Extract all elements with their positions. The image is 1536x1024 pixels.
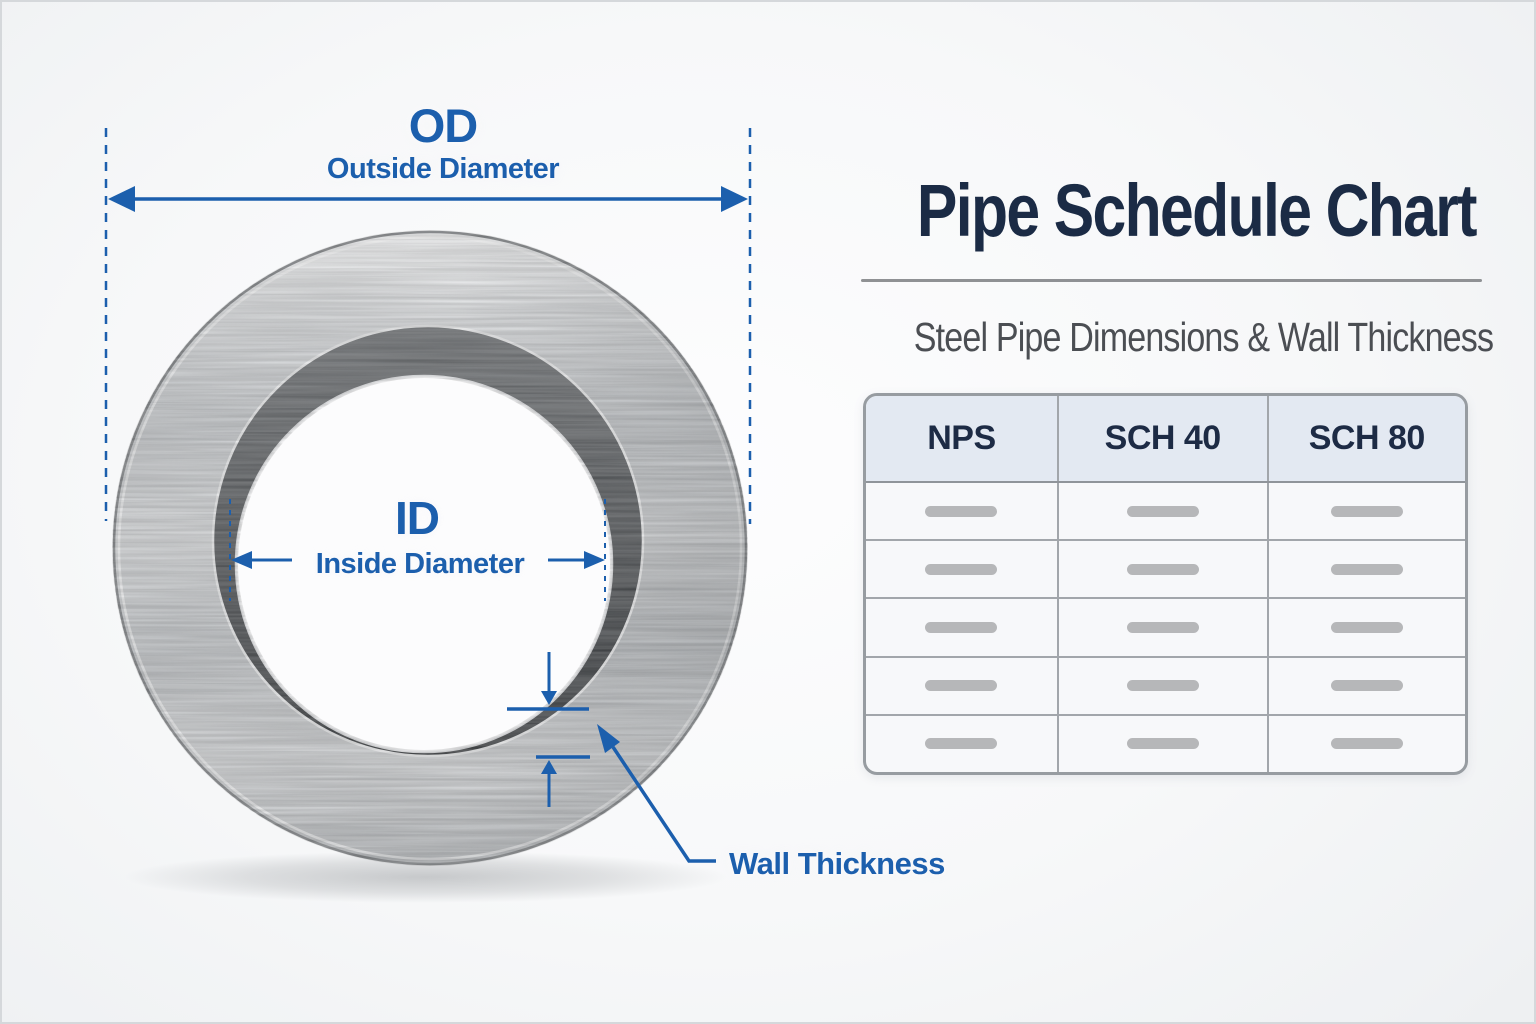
table-row (866, 541, 1465, 600)
cell-placeholder (1330, 563, 1403, 575)
table-cell (1059, 715, 1269, 772)
table-cell (1059, 599, 1269, 656)
id-sublabel: Inside Diameter (315, 548, 525, 580)
od-dimension-arrow (108, 186, 748, 212)
cell-placeholder (1330, 505, 1403, 517)
table-row (866, 599, 1465, 658)
id-dimension-arrow-right (548, 551, 605, 569)
table-cell (1269, 599, 1465, 655)
id-label: ID (395, 492, 440, 544)
pipe-ring (95, 215, 775, 885)
od-sublabel: Outside Diameter (326, 153, 560, 185)
title-divider (861, 279, 1482, 282)
right-panel: Pipe Schedule Chart Steel Pipe Dimension… (861, 0, 1494, 1024)
cell-placeholder (1126, 680, 1199, 692)
dimension-annotations (104, 128, 752, 863)
cell-placeholder (1330, 680, 1403, 692)
cell-placeholder (1330, 622, 1403, 633)
od-label: OD (408, 99, 478, 152)
wall-thickness-arrow-up (541, 760, 557, 807)
table-cell (866, 541, 1059, 598)
table-cell (1269, 658, 1465, 714)
cell-placeholder (1126, 505, 1199, 517)
header-cell-sch80: SCH 80 (1308, 419, 1426, 457)
cell-placeholder (1126, 563, 1199, 575)
wall-thickness-leader (597, 724, 716, 863)
cell-placeholder (925, 563, 998, 575)
cell-placeholder (925, 505, 998, 517)
header-cell-sch40: SCH 40 (1059, 396, 1269, 481)
table-cell (1059, 483, 1269, 540)
table-row (866, 483, 1465, 542)
cell-placeholder (1126, 622, 1199, 633)
table-cell (866, 483, 1059, 540)
page-title: Pipe Schedule Chart (916, 169, 1478, 252)
id-dimension-arrow-left (231, 551, 292, 569)
cell-placeholder (1126, 738, 1199, 750)
wall-thickness-label: Wall Thickness (729, 846, 945, 881)
page-subtitle: Steel Pipe Dimensions & Wall Thickness (913, 314, 1494, 360)
table-cell (1269, 541, 1465, 597)
cell-placeholder (925, 738, 998, 750)
header-cell-nps: NPS (866, 396, 1059, 481)
cell-placeholder (925, 622, 998, 633)
pipe-schedule-table: NPS SCH 40 SCH 80 (863, 393, 1468, 775)
table-cell (1059, 657, 1269, 714)
table-cell (866, 715, 1059, 772)
table-cell (1059, 541, 1269, 598)
table-header-row: NPS SCH 40 SCH 80 (866, 396, 1465, 483)
table-cell (1269, 716, 1465, 772)
brushed-texture (95, 215, 775, 885)
table-cell (866, 599, 1059, 656)
table-cell (866, 657, 1059, 714)
cell-placeholder (925, 680, 998, 692)
table-row (866, 715, 1465, 772)
table-row (866, 657, 1465, 716)
table-cell (1269, 483, 1465, 539)
wall-thickness-arrow-down (541, 652, 557, 705)
cell-placeholder (1330, 738, 1403, 750)
